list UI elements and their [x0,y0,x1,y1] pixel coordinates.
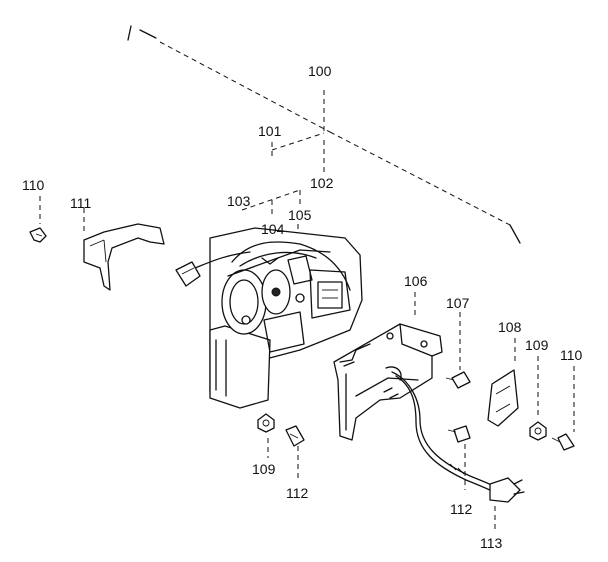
cover-plate-108 [487,369,519,427]
callout-111: 111 [70,195,91,211]
leader-lines [39,41,575,530]
callout-101: 101 [258,123,282,139]
callout-107: 107 [446,295,470,311]
callout-113: 113 [480,535,503,551]
screw-112-left [285,425,305,447]
screw-110-left [29,227,47,243]
callout-112-left: 112 [286,485,309,501]
callout-106: 106 [404,273,428,289]
cord-clamp-111 [83,223,165,291]
base-plate-106 [333,323,443,441]
callout-109-left: 109 [252,461,276,477]
power-cord-112 [391,371,499,493]
nut-109-right [529,421,547,441]
corner-tick [127,25,157,41]
callout-104: 104 [261,221,285,237]
callout-110-right: 110 [560,347,583,363]
nut-109-left [257,413,275,433]
callout-112-right: 112 [450,501,473,517]
callout-102: 102 [310,175,334,191]
screw-110-right [551,433,575,451]
callout-105: 105 [288,207,312,223]
callout-109-right: 109 [525,337,549,353]
callout-100: 100 [308,63,332,79]
callout-103: 103 [227,193,251,209]
callout-110-left: 110 [22,177,45,193]
screw-107 [445,371,471,443]
callout-108: 108 [498,319,522,335]
plug-113 [489,477,525,503]
motor-assembly-102 [175,227,363,409]
